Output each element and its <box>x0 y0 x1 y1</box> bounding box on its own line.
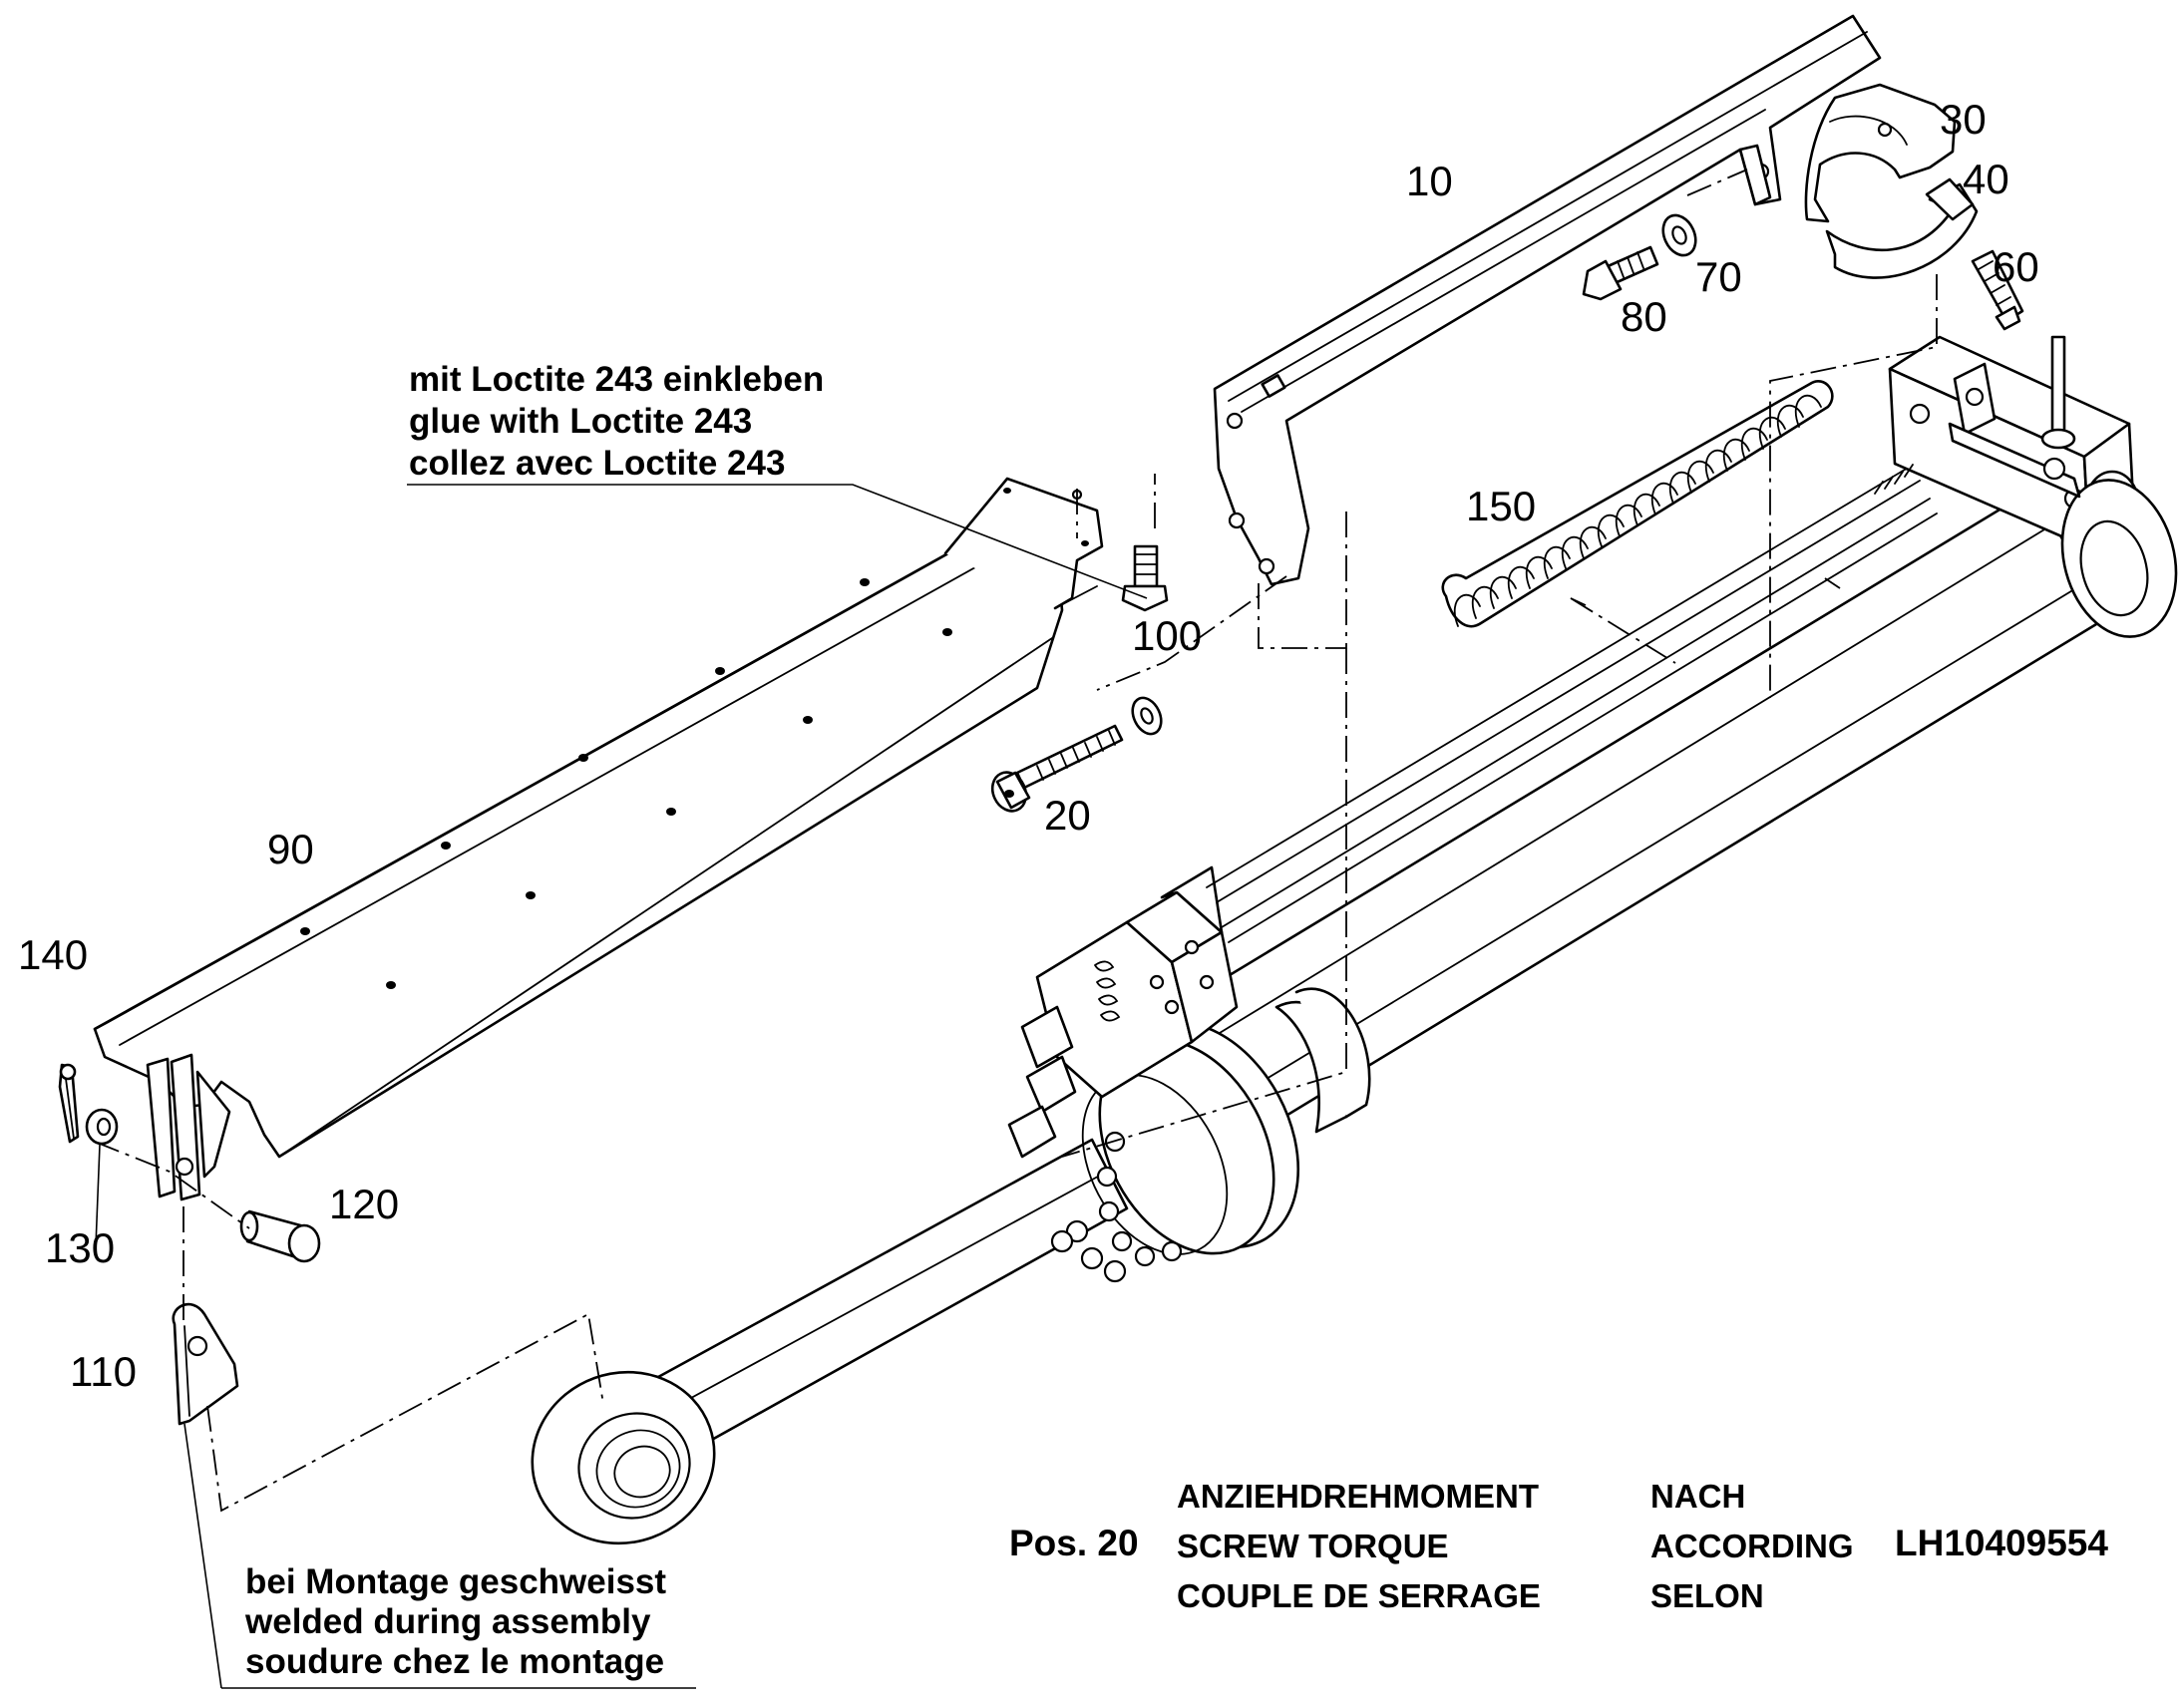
welded-note: bei Montage geschweisst welded during as… <box>244 1562 666 1681</box>
label-130: 130 <box>45 1224 115 1271</box>
torque-prep-en: ACCORDING <box>1650 1528 1854 1564</box>
label-10: 10 <box>1406 158 1453 204</box>
welded-note-fr: soudure chez le montage <box>245 1642 664 1681</box>
washer-part-70 <box>1661 213 1697 257</box>
label-60: 60 <box>1993 243 2039 290</box>
bolt-part-80 <box>1582 245 1659 301</box>
welded-note-de: bei Montage geschweisst <box>245 1562 666 1601</box>
torque-specification: Pos. 20 ANZIEHDREHMOMENT SCREW TORQUE CO… <box>1009 1478 2108 1614</box>
lug-part-110 <box>172 1302 239 1426</box>
washer-part-130 <box>85 1108 119 1146</box>
clamp-part-30 <box>1804 83 1957 223</box>
loctite-note-fr: collez avec Loctite 243 <box>409 444 785 483</box>
assembly-center-lines <box>94 169 1938 1513</box>
label-70: 70 <box>1695 253 1742 300</box>
torque-prep-de: NACH <box>1650 1478 1745 1515</box>
torque-desc-en: SCREW TORQUE <box>1177 1528 1449 1564</box>
torque-desc-de: ANZIEHDREHMOMENT <box>1177 1478 1539 1515</box>
loctite-note-de: mit Loctite 243 einkleben <box>409 360 824 399</box>
cover-part-90 <box>93 477 1104 1201</box>
torque-desc-fr: COUPLE DE SERRAGE <box>1177 1577 1541 1614</box>
label-110: 110 <box>70 1348 137 1395</box>
bracket-part-10 <box>1213 14 1882 586</box>
torque-reference: LH10409554 <box>1895 1523 2108 1563</box>
label-20: 20 <box>1044 792 1091 839</box>
welded-note-en: welded during assembly <box>244 1602 651 1641</box>
label-150: 150 <box>1466 483 1536 529</box>
label-40: 40 <box>1963 156 2009 202</box>
label-100: 100 <box>1132 612 1202 659</box>
label-140: 140 <box>18 931 88 978</box>
bolt-part-100 <box>1121 544 1169 612</box>
torque-prep-fr: SELON <box>1650 1577 1764 1614</box>
loctite-note: mit Loctite 243 einkleben glue with Loct… <box>409 360 824 483</box>
torque-position: Pos. 20 <box>1009 1523 1139 1563</box>
clamp-part-40 <box>1825 177 1979 279</box>
label-30: 30 <box>1940 96 1987 143</box>
label-120: 120 <box>329 1181 399 1227</box>
label-90: 90 <box>267 826 314 872</box>
leader-lines <box>95 484 1587 1689</box>
screw-part-20 <box>990 696 1163 813</box>
label-80: 80 <box>1621 293 1667 340</box>
hydraulic-cylinder <box>531 335 2178 1545</box>
part-number-labels: 10 30 40 60 70 80 150 100 20 90 140 120 … <box>18 96 2039 1395</box>
loctite-note-en: glue with Loctite 243 <box>409 402 752 441</box>
split-pin-part-140 <box>58 1063 80 1144</box>
pin-part-120 <box>239 1209 321 1263</box>
spring-part-150 <box>1441 380 1834 628</box>
bolt-part-60 <box>1971 249 2024 331</box>
